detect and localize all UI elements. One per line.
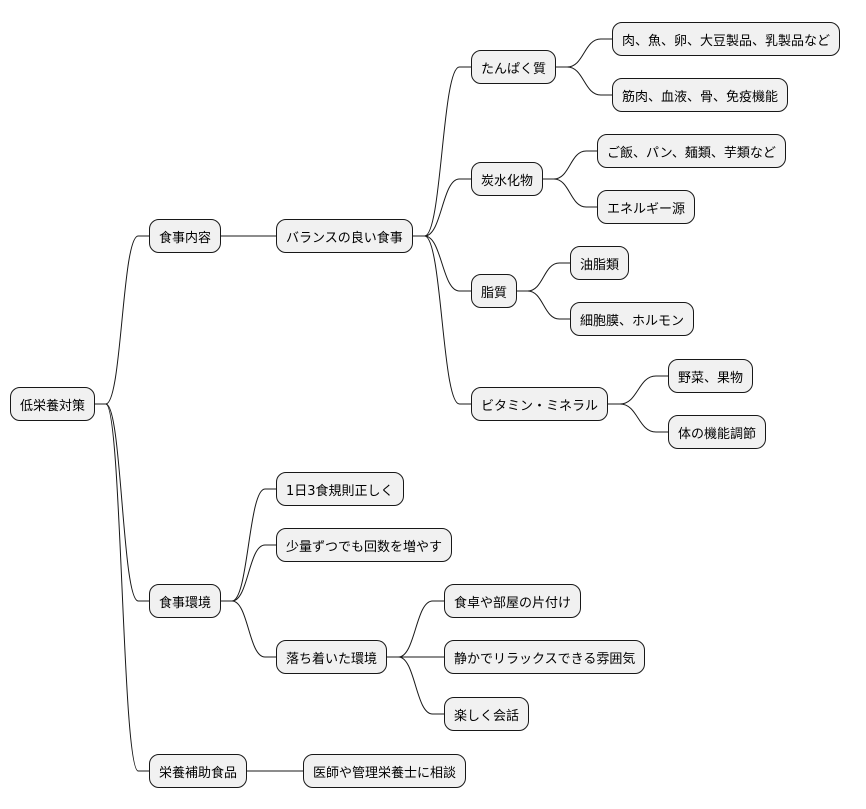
node-fat: 脂質 bbox=[471, 274, 518, 308]
connector-line bbox=[543, 150, 597, 180]
node-meal-environment: 食事環境 bbox=[149, 584, 222, 618]
connector-line bbox=[413, 235, 471, 292]
node-pleasant-conversation: 楽しく会話 bbox=[444, 697, 530, 731]
node-calm-environment: 落ち着いた環境 bbox=[276, 640, 388, 674]
connector-line bbox=[221, 600, 276, 658]
node-vitamin-role: 体の機能調節 bbox=[668, 415, 767, 449]
connector-line bbox=[387, 600, 444, 658]
node-protein: たんぱく質 bbox=[471, 50, 557, 84]
node-vitamins-minerals: ビタミン・ミネラル bbox=[471, 387, 609, 421]
connector-line bbox=[413, 178, 471, 237]
connector-line bbox=[413, 235, 471, 405]
connector-line bbox=[556, 66, 612, 96]
node-consult-professionals: 医師や管理栄養士に相談 bbox=[303, 754, 467, 788]
connector-line bbox=[556, 38, 612, 68]
node-fat-sources: 油脂類 bbox=[570, 246, 630, 280]
connector-line bbox=[608, 375, 668, 405]
node-meal-content: 食事内容 bbox=[149, 219, 222, 253]
node-carb-sources: ご飯、パン、麺類、芋類など bbox=[597, 134, 786, 168]
node-root-low-nutrition-measures: 低栄養対策 bbox=[10, 387, 96, 421]
connector-line bbox=[517, 290, 570, 320]
connector-line bbox=[608, 403, 668, 433]
node-vitamin-sources: 野菜、果物 bbox=[668, 359, 754, 393]
connector-line bbox=[95, 235, 149, 405]
node-tidy-table-room: 食卓や部屋の片付け bbox=[444, 584, 582, 618]
node-carb-role: エネルギー源 bbox=[597, 190, 696, 224]
node-carbohydrate: 炭水化物 bbox=[471, 162, 544, 196]
node-protein-sources: 肉、魚、卵、大豆製品、乳製品など bbox=[612, 22, 841, 56]
node-small-frequent-meals: 少量ずつでも回数を増やす bbox=[276, 528, 453, 562]
node-quiet-relaxing-atmosphere: 静かでリラックスできる雰囲気 bbox=[444, 640, 646, 674]
connector-line bbox=[221, 488, 276, 602]
node-protein-roles: 筋肉、血液、骨、免疫機能 bbox=[612, 78, 789, 112]
node-nutritional-supplements: 栄養補助食品 bbox=[149, 754, 248, 788]
connector-line bbox=[543, 178, 597, 208]
connector-line bbox=[221, 544, 276, 602]
connector-line bbox=[95, 403, 149, 772]
connector-line bbox=[95, 403, 149, 602]
connector-line bbox=[387, 656, 444, 715]
node-three-regular-meals: 1日3食規則正しく bbox=[276, 472, 404, 506]
node-balanced-diet: バランスの良い食事 bbox=[276, 219, 413, 253]
connector-line bbox=[517, 262, 570, 292]
node-fat-roles: 細胞膜、ホルモン bbox=[570, 302, 695, 336]
connector-line bbox=[413, 66, 471, 237]
